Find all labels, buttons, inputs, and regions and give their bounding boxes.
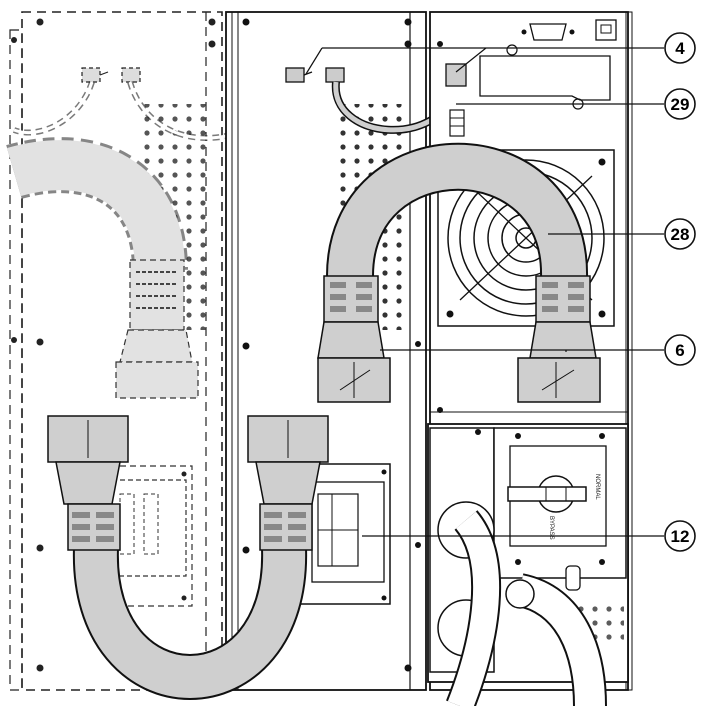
callout-12: 12: [664, 520, 696, 552]
callout-28-label: 28: [671, 225, 690, 244]
callout-6-label: 6: [675, 341, 684, 360]
switch-label-bypass: BYPASS: [548, 516, 554, 540]
lower-plug-right: [247, 415, 329, 551]
middle-cabinet-connectors: [285, 67, 345, 83]
cable-plug-left: [317, 275, 391, 403]
lower-battery-chain-cable: [72, 547, 308, 700]
callout-4-label: 4: [675, 39, 685, 58]
ups-bypass-panel: NORMAL BYPASS: [427, 423, 629, 683]
lower-plug-left: [47, 415, 129, 551]
callout-12-label: 12: [671, 527, 690, 546]
ups-communication-ports: [521, 19, 617, 41]
left-cabinet-connectors: [81, 67, 141, 83]
callout-29-label: 29: [671, 95, 690, 114]
left-upper-arc-cable: [6, 137, 199, 399]
callout-28: 28: [664, 218, 696, 250]
cable-plug-right: [517, 275, 601, 403]
middle-lower-breaker-box: [299, 463, 391, 605]
battery-power-cable-28: [326, 142, 589, 279]
callout-leader-lines: [305, 47, 664, 537]
callout-6: 6: [664, 334, 696, 366]
ups-battery-connector-panel: [445, 44, 611, 137]
switch-label-normal: NORMAL: [594, 474, 600, 500]
callout-4: 4: [664, 32, 696, 64]
callout-29: 29: [664, 88, 696, 120]
